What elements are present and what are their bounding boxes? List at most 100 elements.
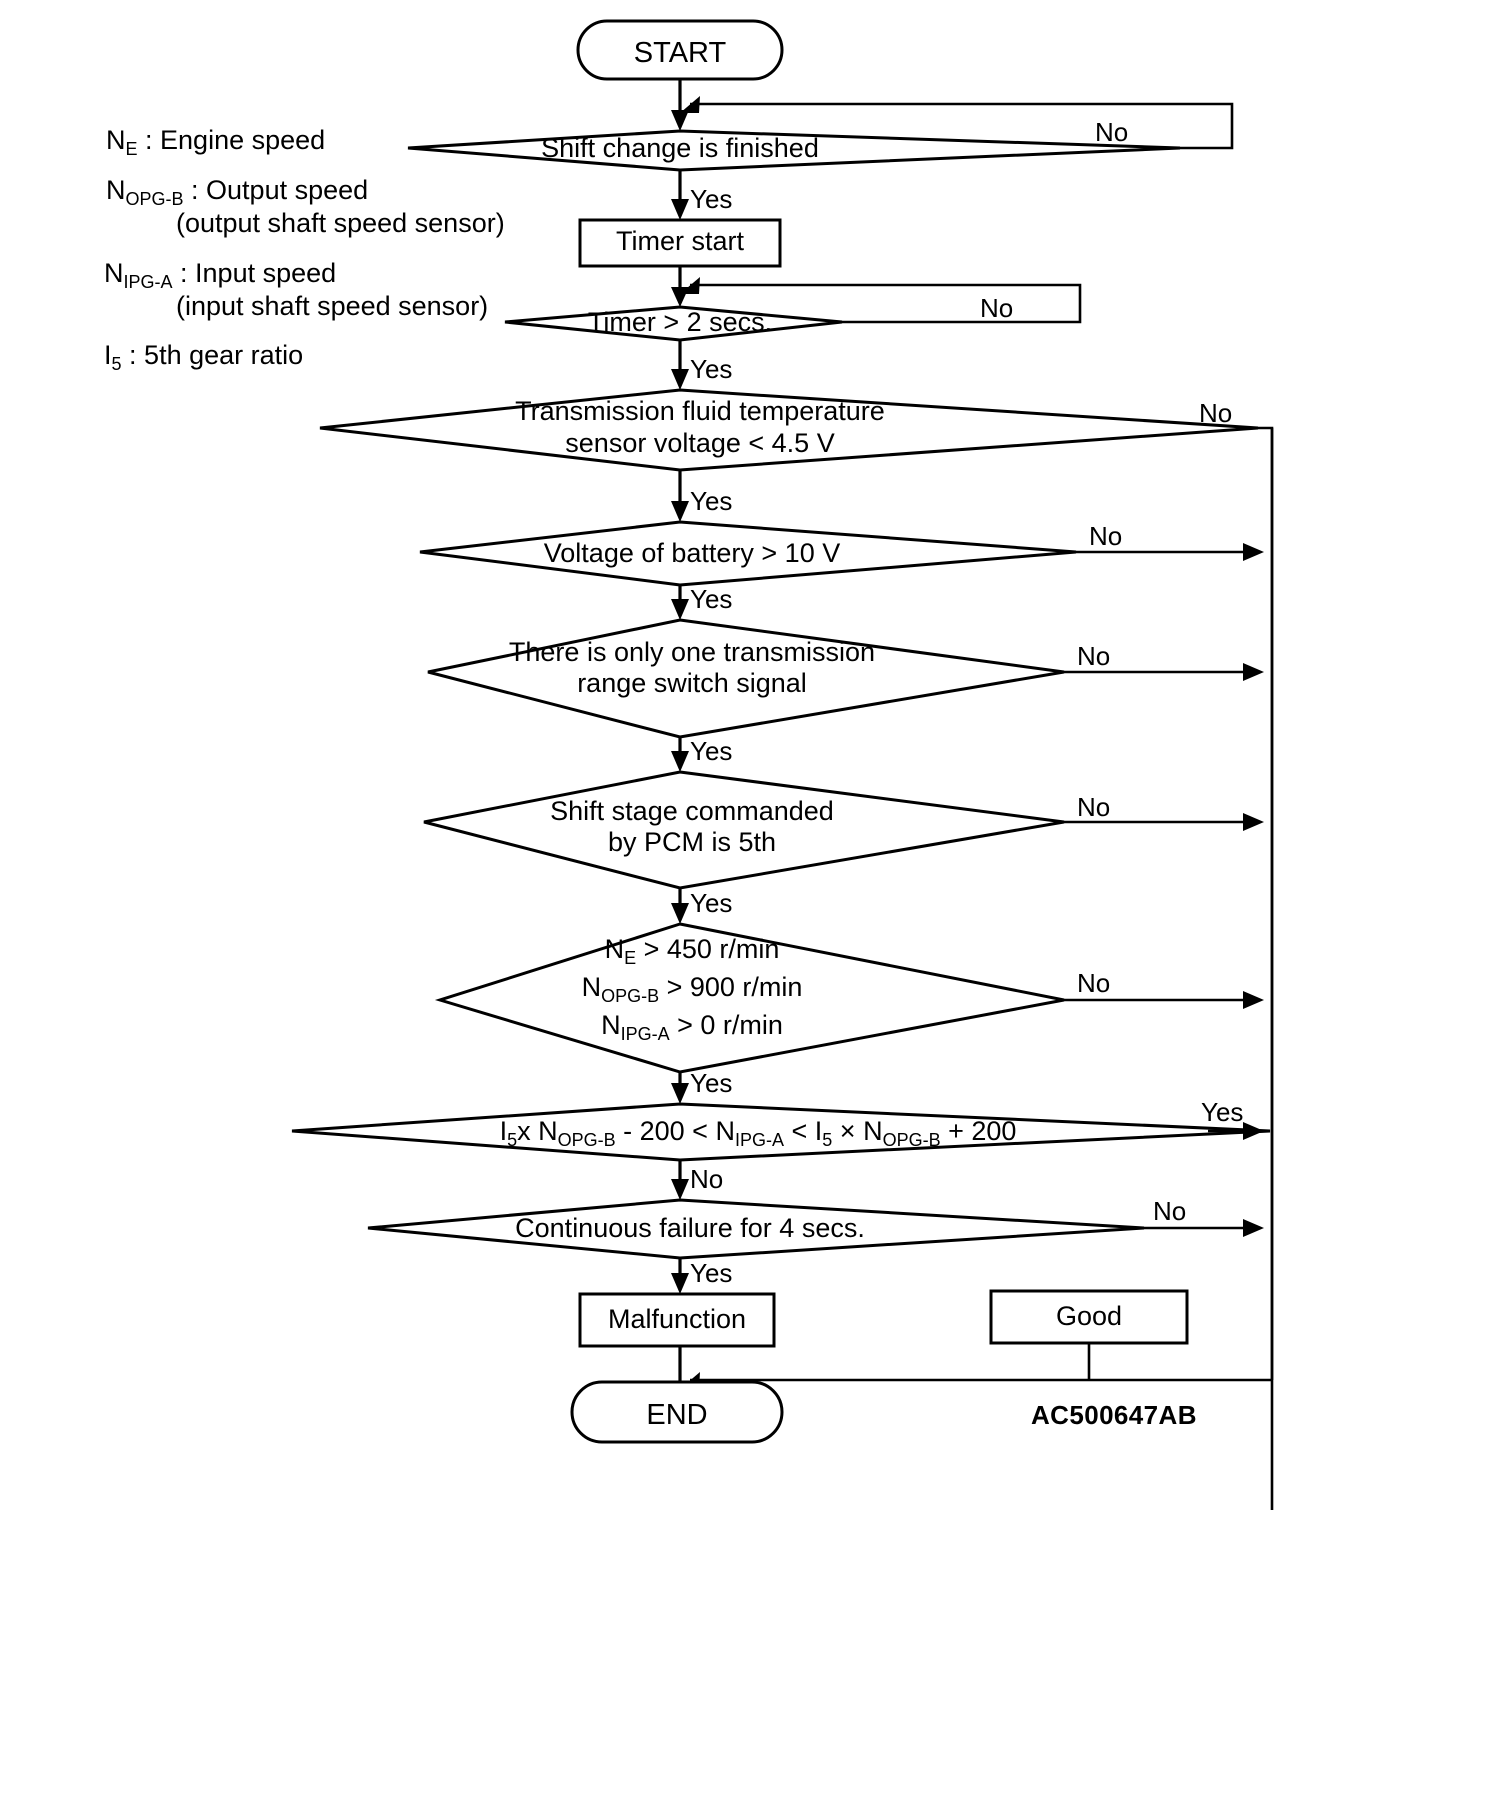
branch-no-timer: No [680,277,1082,324]
speed-rest: > 900 r/min [659,972,802,1002]
branch-yes-label: Yes [690,184,732,214]
end-label: END [646,1399,707,1431]
legend-text: Output speed [206,175,368,205]
svg-text:NE : Engine speed: NE : Engine speed [106,125,325,159]
branch-no-label: No [1199,398,1232,428]
branch-yes-label: Yes [690,584,732,614]
decision-label-line1: Shift stage commanded [550,796,834,826]
process-label: Malfunction [608,1304,746,1334]
branch-no-label: No [1153,1196,1186,1226]
svg-text:I5 : 5th gear ratio: I5 : 5th gear ratio [104,340,303,374]
process-malfunction: Malfunction [578,1292,776,1348]
branch-yes-fluid-temp: Yes [671,470,732,522]
legend-separator: : [184,175,207,205]
legend-item-engine-speed: NE : Engine speed [106,125,325,159]
end-shape [570,1380,784,1444]
ratio-part10: + 200 [941,1116,1017,1146]
ratio-formula: I5x NOPG-B - 200 < NIPG-A < I5 × NOPG-B … [500,1116,1017,1150]
branch-yes-gear-ratio: Yes [1201,1097,1270,1140]
decision-gear-ratio-window: I5x NOPG-B - 200 < NIPG-A < I5 × NOPG-B … [291,1102,1271,1162]
branch-yes-speed-thresholds: Yes [671,1068,732,1104]
process-label: Timer start [616,226,744,256]
legend-item-gear-ratio: I5 : 5th gear ratio [104,340,303,374]
ratio-part7-symbol: I [815,1116,823,1146]
ratio-part9-sub: OPG-B [883,1130,941,1150]
ratio-part5-symbol: N [715,1116,735,1146]
ratio-part8: × [832,1116,863,1146]
ratio-part7-sub: 5 [822,1130,832,1150]
decision-continuous-failure-4-secs: Continuous failure for 4 secs. [367,1198,1145,1260]
legend-subscript: 5 [112,354,122,374]
decision-label-line2: range switch signal [577,668,807,698]
speed-symbol: N [582,972,602,1002]
process-good: Good [989,1289,1189,1345]
process-timer-start: Timer start [578,218,782,268]
branch-no-label: No [1095,117,1128,147]
speed-symbol: N [605,934,625,964]
branch-no-fluid-temp: No [1199,398,1274,1510]
legend-separator: : [138,125,161,155]
terminal-end: END [570,1380,784,1444]
decision-label: Shift change is finished [541,133,819,163]
decision-label-line1: There is only one transmission [509,637,875,667]
branch-no-battery: No [1076,521,1264,561]
decision-label-line2: by PCM is 5th [608,827,776,857]
branch-no-label: No [1077,968,1110,998]
legend-subscript: IPG-A [124,272,173,292]
branch-yes-label: Yes [690,486,732,516]
branch-no-shift-stage: No [1064,792,1264,831]
decision-label: Timer > 2 secs. [588,307,772,337]
legend-symbol: N [106,175,126,205]
svg-text:NOPG-B : Output speed: NOPG-B : Output speed [106,175,368,209]
legend-item-input-speed: NIPG-A : Input speed (input shaft speed … [104,258,488,321]
branch-yes-label: Yes [690,354,732,384]
legend-text: Input speed [195,258,336,288]
ratio-part6: < [784,1116,815,1146]
branch-yes-label: Yes [690,1258,732,1288]
connector-timer-start-to-timer-check [671,266,689,307]
legend-subscript: OPG-B [126,189,184,209]
ratio-part4: - 200 < [616,1116,716,1146]
ratio-part5-sub: IPG-A [735,1130,784,1150]
speed-condition-1: NE > 450 r/min [605,934,780,968]
speed-subscript: OPG-B [601,986,659,1006]
svg-text:NIPG-A : Input speed: NIPG-A : Input speed [104,258,336,292]
process-shape [578,1292,776,1348]
branch-no-label: No [980,293,1013,323]
speed-symbol: N [601,1010,621,1040]
branch-yes-label: Yes [690,888,732,918]
legend-text: 5th gear ratio [144,340,303,370]
branch-no-range-switch: No [1064,641,1264,681]
legend-detail: (output shaft speed sensor) [176,208,505,238]
legend-symbol: N [106,125,126,155]
ratio-part1-sub: 5 [507,1130,517,1150]
branch-yes-continuous-failure: Yes [671,1258,732,1294]
speed-rest: > 0 r/min [670,1010,783,1040]
process-label: Good [1056,1301,1122,1331]
legend-separator: : [173,258,196,288]
decision-battery-voltage: Voltage of battery > 10 V [419,520,1077,587]
branch-no-gear-ratio: No [671,1160,723,1200]
branch-yes-label: Yes [690,736,732,766]
decision-shift-stage-pcm-5th: Shift stage commanded by PCM is 5th [423,770,1065,890]
legend-detail: (input shaft speed sensor) [176,291,488,321]
start-label: START [634,37,727,69]
decision-label-line2: sensor voltage < 4.5 V [565,428,834,458]
decision-label: Voltage of battery > 10 V [544,538,840,568]
decision-label: Continuous failure for 4 secs. [515,1213,865,1243]
branch-yes-label: Yes [1201,1097,1243,1127]
connector-start-to-shift-change [671,79,689,131]
branch-no-shift-change: No [680,96,1234,150]
branch-no-label: No [1089,521,1122,551]
ratio-part9-symbol: N [863,1116,883,1146]
legend-symbol: N [104,258,124,288]
legend-group: NE : Engine speed NOPG-B : Output speed … [104,125,505,374]
branch-yes-range-switch: Yes [671,736,732,772]
branch-no-speed-thresholds: No [1064,968,1264,1009]
speed-condition-2: NOPG-B > 900 r/min [582,972,803,1006]
speed-subscript: IPG-A [621,1024,670,1044]
decision-speed-thresholds: NE > 450 r/min NOPG-B > 900 r/min NIPG-A… [434,922,1065,1074]
ratio-part1-symbol: I [500,1116,508,1146]
